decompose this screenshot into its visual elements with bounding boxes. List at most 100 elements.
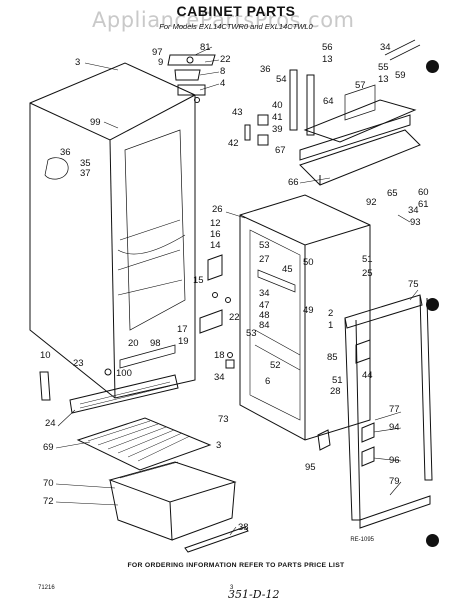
model-subtitle: For Models EXL14CTWR0 and EXL14CTWL0 xyxy=(159,22,313,31)
callout-40: 40 xyxy=(272,100,283,111)
callout-38: 38 xyxy=(238,522,249,533)
callout-37: 37 xyxy=(80,168,91,179)
callout-61: 61 xyxy=(418,199,429,210)
document-code: 71216 xyxy=(38,585,55,591)
callout-6: 6 xyxy=(265,376,270,387)
callout-3-b: 3 xyxy=(216,440,221,451)
hinge-parts-left xyxy=(119,254,235,369)
callout-47: 47 xyxy=(259,300,270,311)
leader-lines xyxy=(55,46,419,536)
callout-60: 60 xyxy=(418,187,429,198)
clips xyxy=(317,339,375,467)
callout-22-b: 22 xyxy=(229,312,240,323)
callout-52: 52 xyxy=(270,360,281,371)
callout-48: 48 xyxy=(259,310,270,321)
callout-54: 54 xyxy=(276,74,287,85)
callout-51-b: 51 xyxy=(332,375,343,386)
handwritten-note: 351-D-12 xyxy=(228,588,280,601)
callout-43: 43 xyxy=(232,107,243,118)
callout-100: 100 xyxy=(116,368,132,379)
callout-28: 28 xyxy=(330,386,341,397)
top-hinge xyxy=(167,54,216,103)
callout-16: 16 xyxy=(210,229,221,240)
callout-24: 24 xyxy=(45,418,56,429)
bottom-grille xyxy=(39,368,179,414)
callout-84: 84 xyxy=(259,320,270,331)
callout-9: 9 xyxy=(158,57,163,68)
callout-92: 92 xyxy=(366,197,377,208)
callout-67: 67 xyxy=(275,145,286,156)
callout-35: 35 xyxy=(80,158,91,169)
callout-53-b: 53 xyxy=(246,328,257,339)
callout-79: 79 xyxy=(389,476,400,487)
callout-1: 1 xyxy=(328,320,333,331)
outer-cabinet xyxy=(29,62,196,399)
callout-13: 13 xyxy=(322,54,333,65)
callout-17: 17 xyxy=(177,324,188,335)
ordering-footer: FOR ORDERING INFORMATION REFER TO PARTS … xyxy=(127,562,345,569)
callout-51: 51 xyxy=(362,254,373,265)
callout-41: 41 xyxy=(272,112,283,123)
page-number: 3 xyxy=(230,585,234,591)
callout-20: 20 xyxy=(128,338,139,349)
callout-15: 15 xyxy=(193,275,204,286)
callout-95: 95 xyxy=(305,462,316,473)
callout-18: 18 xyxy=(214,350,225,361)
callout-19: 19 xyxy=(178,336,189,347)
callout-70: 70 xyxy=(43,478,54,489)
watermark: AppliancePartsPros.com xyxy=(92,8,355,32)
callout-39: 39 xyxy=(272,124,283,135)
callout-50: 50 xyxy=(303,257,314,268)
callout-93: 93 xyxy=(410,217,421,228)
callout-34: 34 xyxy=(380,42,391,53)
callout-25: 25 xyxy=(362,268,373,279)
callout-44: 44 xyxy=(362,370,373,381)
binder-hole xyxy=(426,60,439,73)
callout-49: 49 xyxy=(303,305,314,316)
upper-shelves xyxy=(299,39,421,186)
callout-59: 59 xyxy=(395,70,406,81)
callout-97: 97 xyxy=(152,47,163,58)
callout-66: 66 xyxy=(288,177,299,188)
callout-45: 45 xyxy=(282,264,293,275)
callout-81: 81 xyxy=(200,42,211,53)
callout-3: 3 xyxy=(75,57,80,68)
callout-65: 65 xyxy=(387,188,398,199)
inner-liner xyxy=(239,194,371,441)
door-gasket xyxy=(344,294,433,529)
callout-99: 99 xyxy=(90,117,101,128)
callout-53: 53 xyxy=(259,240,270,251)
callout-73: 73 xyxy=(218,414,229,425)
callout-64: 64 xyxy=(323,96,334,107)
drawer-rail xyxy=(184,526,249,553)
callout-55: 55 xyxy=(378,62,389,73)
page-title: CABINET PARTS xyxy=(176,3,296,19)
channels xyxy=(244,69,315,146)
callout-10: 10 xyxy=(40,350,51,361)
callout-34-d: 34 xyxy=(214,372,225,383)
crisper-drawer xyxy=(108,461,237,541)
callout-85: 85 xyxy=(327,352,338,363)
reference-code: RE-1095 xyxy=(350,537,374,543)
binder-hole xyxy=(426,534,439,547)
callout-57: 57 xyxy=(355,80,366,91)
callout-27: 27 xyxy=(259,254,270,265)
callout-23: 23 xyxy=(73,358,84,369)
callout-72: 72 xyxy=(43,496,54,507)
callout-12: 12 xyxy=(210,218,221,229)
callout-69: 69 xyxy=(43,442,54,453)
callout-22: 22 xyxy=(220,54,231,65)
callout-34-c: 34 xyxy=(259,288,270,299)
callout-77: 77 xyxy=(389,404,400,415)
callout-36: 36 xyxy=(60,147,71,158)
wire-shelf xyxy=(76,417,212,471)
callout-36-b: 36 xyxy=(260,64,271,75)
callout-4: 4 xyxy=(220,78,225,89)
callout-2: 2 xyxy=(328,308,333,319)
callout-42: 42 xyxy=(228,138,239,149)
callout-98: 98 xyxy=(150,338,161,349)
callout-75: 75 xyxy=(408,279,419,290)
callout-56: 56 xyxy=(322,42,333,53)
callout-8: 8 xyxy=(220,66,225,77)
